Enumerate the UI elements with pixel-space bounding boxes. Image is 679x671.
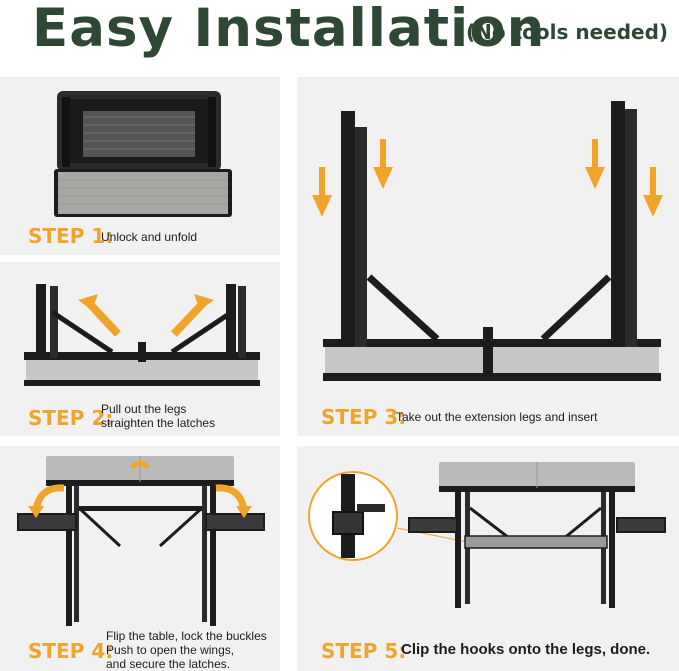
folded-table-illustration [54,91,232,217]
step-4-panel: STEP 4: Flip the table, lock the buckles… [0,446,280,671]
step-5-description: Clip the hooks onto the legs, done. [401,641,651,658]
step-1-description: Unlock and unfold [101,230,198,244]
step-2-description-line-1: Pull out the legs [101,402,187,416]
step-4-description-line-1: Flip the table, lock the buckles [106,629,267,643]
step-2-panel: STEP 2: Pull out the legs straighten the… [0,262,280,436]
step-3-panel: STEP 3: Take out the extension legs and … [297,77,679,436]
extension-legs-illustration [312,101,663,381]
page-subtitle: (No tools needed) [466,20,669,44]
legs-pulled-illustration [24,284,260,386]
step-1-label: STEP 1: [28,224,114,248]
step-4-label: STEP 4: [28,639,114,663]
step-4-description-line-3: and secure the latches. [106,657,231,671]
header: Easy Installation (No tools needed) [0,0,679,64]
step-3-description: Take out the extension legs and insert [396,410,598,424]
step-1-panel: STEP 1: Unlock and unfold [0,77,280,255]
step-4-description-line-2: Push to open the wings, [106,643,235,657]
step-5-label: STEP 5: [321,639,407,663]
step-2-label: STEP 2: [28,406,114,430]
step-3-label: STEP 3: [321,405,407,429]
flipped-table-illustration [17,456,265,626]
step-5-panel: STEP 5: Clip the hooks onto the legs, do… [297,446,679,671]
page-title: Easy Installation [32,0,546,59]
step-2-description-line-2: straighten the latches [101,416,216,430]
completed-table-illustration [308,462,666,608]
